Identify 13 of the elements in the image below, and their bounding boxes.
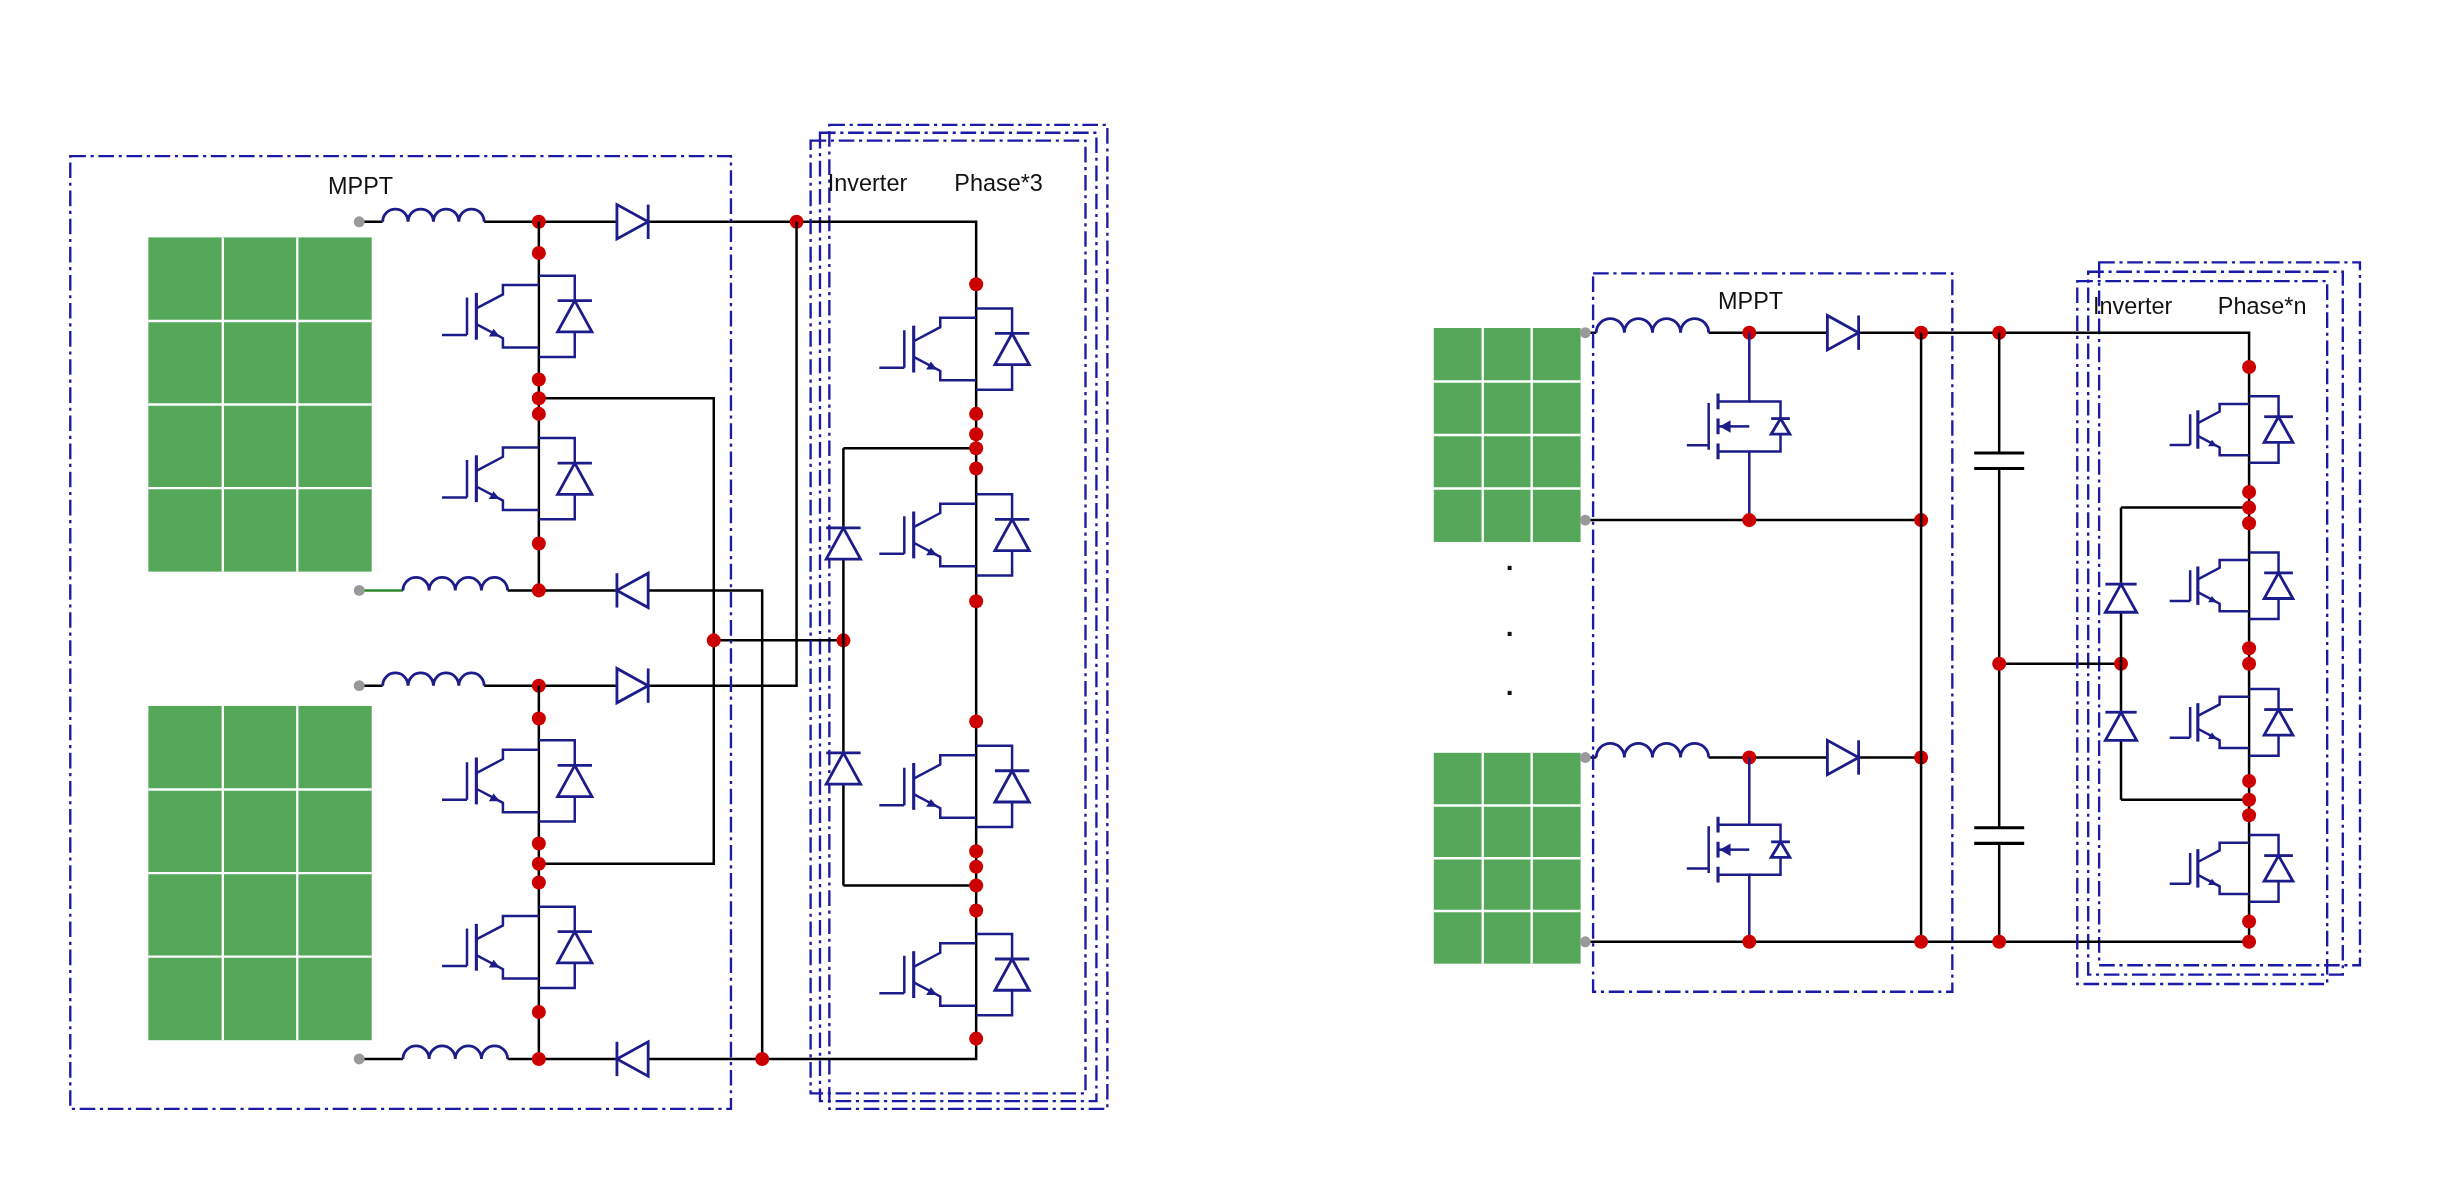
module-heading: MPPT — [1718, 287, 1784, 314]
module-heading: Inverter — [827, 168, 908, 196]
module-heading: Phase*3 — [954, 168, 1043, 196]
ellipsis-dot: . — [1505, 546, 1514, 575]
module-heading: Inverter — [2092, 292, 2173, 319]
module-frame — [70, 156, 731, 1109]
module-frame — [2077, 281, 2328, 984]
module-frame — [810, 140, 1086, 1094]
module-heading: MPPT — [328, 171, 394, 199]
ellipsis-dot: . — [1505, 671, 1514, 700]
module-frame — [1593, 273, 1953, 992]
module-heading: Phase*n — [2217, 292, 2307, 319]
ellipsis-dot: . — [1505, 612, 1514, 641]
